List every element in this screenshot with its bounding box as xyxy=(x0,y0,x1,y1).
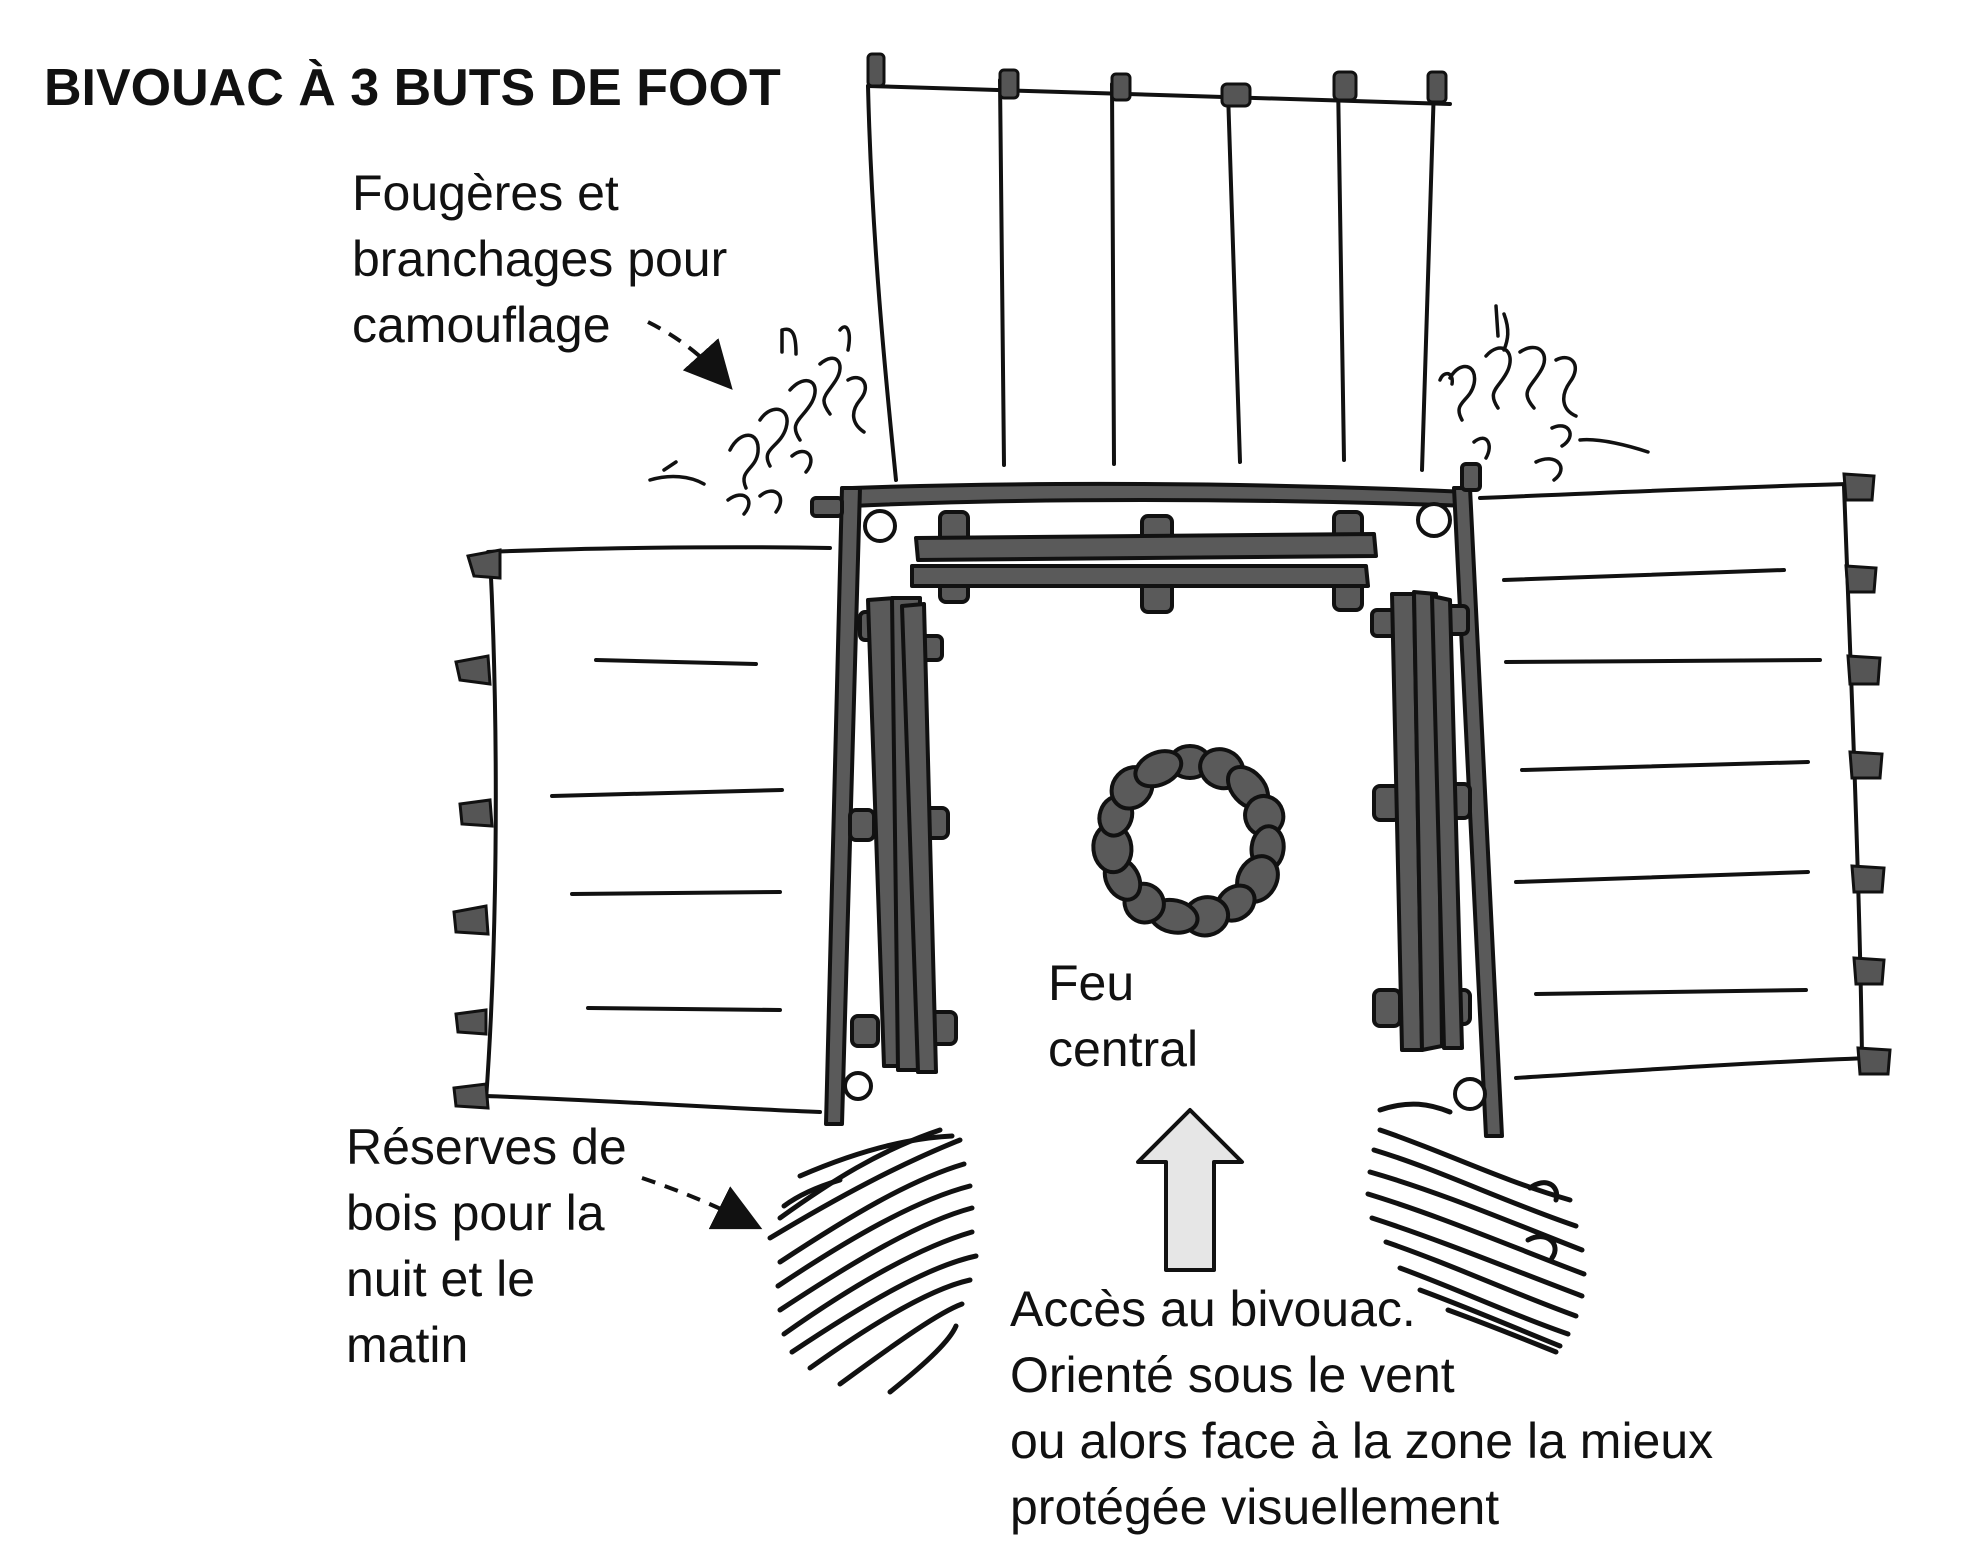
camouflage-label: Fougères et branchages pour camouflage xyxy=(352,160,727,358)
camouflage-label-line: camouflage xyxy=(352,297,611,353)
wood-reserve-label-line: nuit et le xyxy=(346,1251,536,1307)
top-tarp xyxy=(866,78,1452,482)
access-label-line: Accès au bivouac. xyxy=(1010,1281,1416,1337)
camouflage-label-line: branchages pour xyxy=(352,231,728,287)
access-label: Accès au bivouac. Orienté sous le vent o… xyxy=(1010,1276,1713,1540)
wood-reserve-label: Réserves de bois pour la nuit et le mati… xyxy=(346,1114,627,1378)
camouflage-leader-arrow xyxy=(647,320,733,390)
fire-stone xyxy=(1133,749,1184,789)
fire-label-line: central xyxy=(1048,1021,1199,1077)
left-bench xyxy=(848,596,958,1074)
wood-reserve-label-line: bois pour la xyxy=(346,1185,605,1241)
left-tarp xyxy=(484,545,832,1114)
access-label-line: protégée visuellement xyxy=(1010,1479,1500,1535)
camouflage-label-line: Fougères et xyxy=(352,165,619,221)
right-tarp-pegs xyxy=(1842,472,1892,1076)
fern-clump-left xyxy=(648,325,867,516)
access-arrow xyxy=(1136,1108,1244,1272)
fire-label: Feu central xyxy=(1048,950,1198,1082)
access-label-line: Orienté sous le vent xyxy=(1010,1347,1455,1403)
right-bench xyxy=(1370,590,1472,1052)
fire-label-line: Feu xyxy=(1048,955,1135,1011)
wood-pile-right xyxy=(1365,1101,1587,1355)
frame-rings xyxy=(843,502,1487,1111)
wood-leader-arrow xyxy=(641,1176,763,1230)
top-tarp-pegs xyxy=(866,52,1448,108)
wood-pile-left xyxy=(767,1127,979,1395)
diagram-title: BIVOUAC À 3 BUTS DE FOOT xyxy=(44,59,781,117)
left-tarp-pegs xyxy=(452,548,502,1110)
access-label-line: ou alors face à la zone la mieux xyxy=(1010,1413,1714,1469)
right-tarp xyxy=(1478,482,1872,1080)
fire-stone-ring xyxy=(1091,744,1286,938)
fern-clump-right xyxy=(1438,304,1650,482)
goal-frame xyxy=(810,462,1504,1138)
top-bench xyxy=(910,510,1378,614)
wood-reserve-label-line: Réserves de xyxy=(346,1119,627,1175)
wood-reserve-label-line: matin xyxy=(346,1317,469,1373)
